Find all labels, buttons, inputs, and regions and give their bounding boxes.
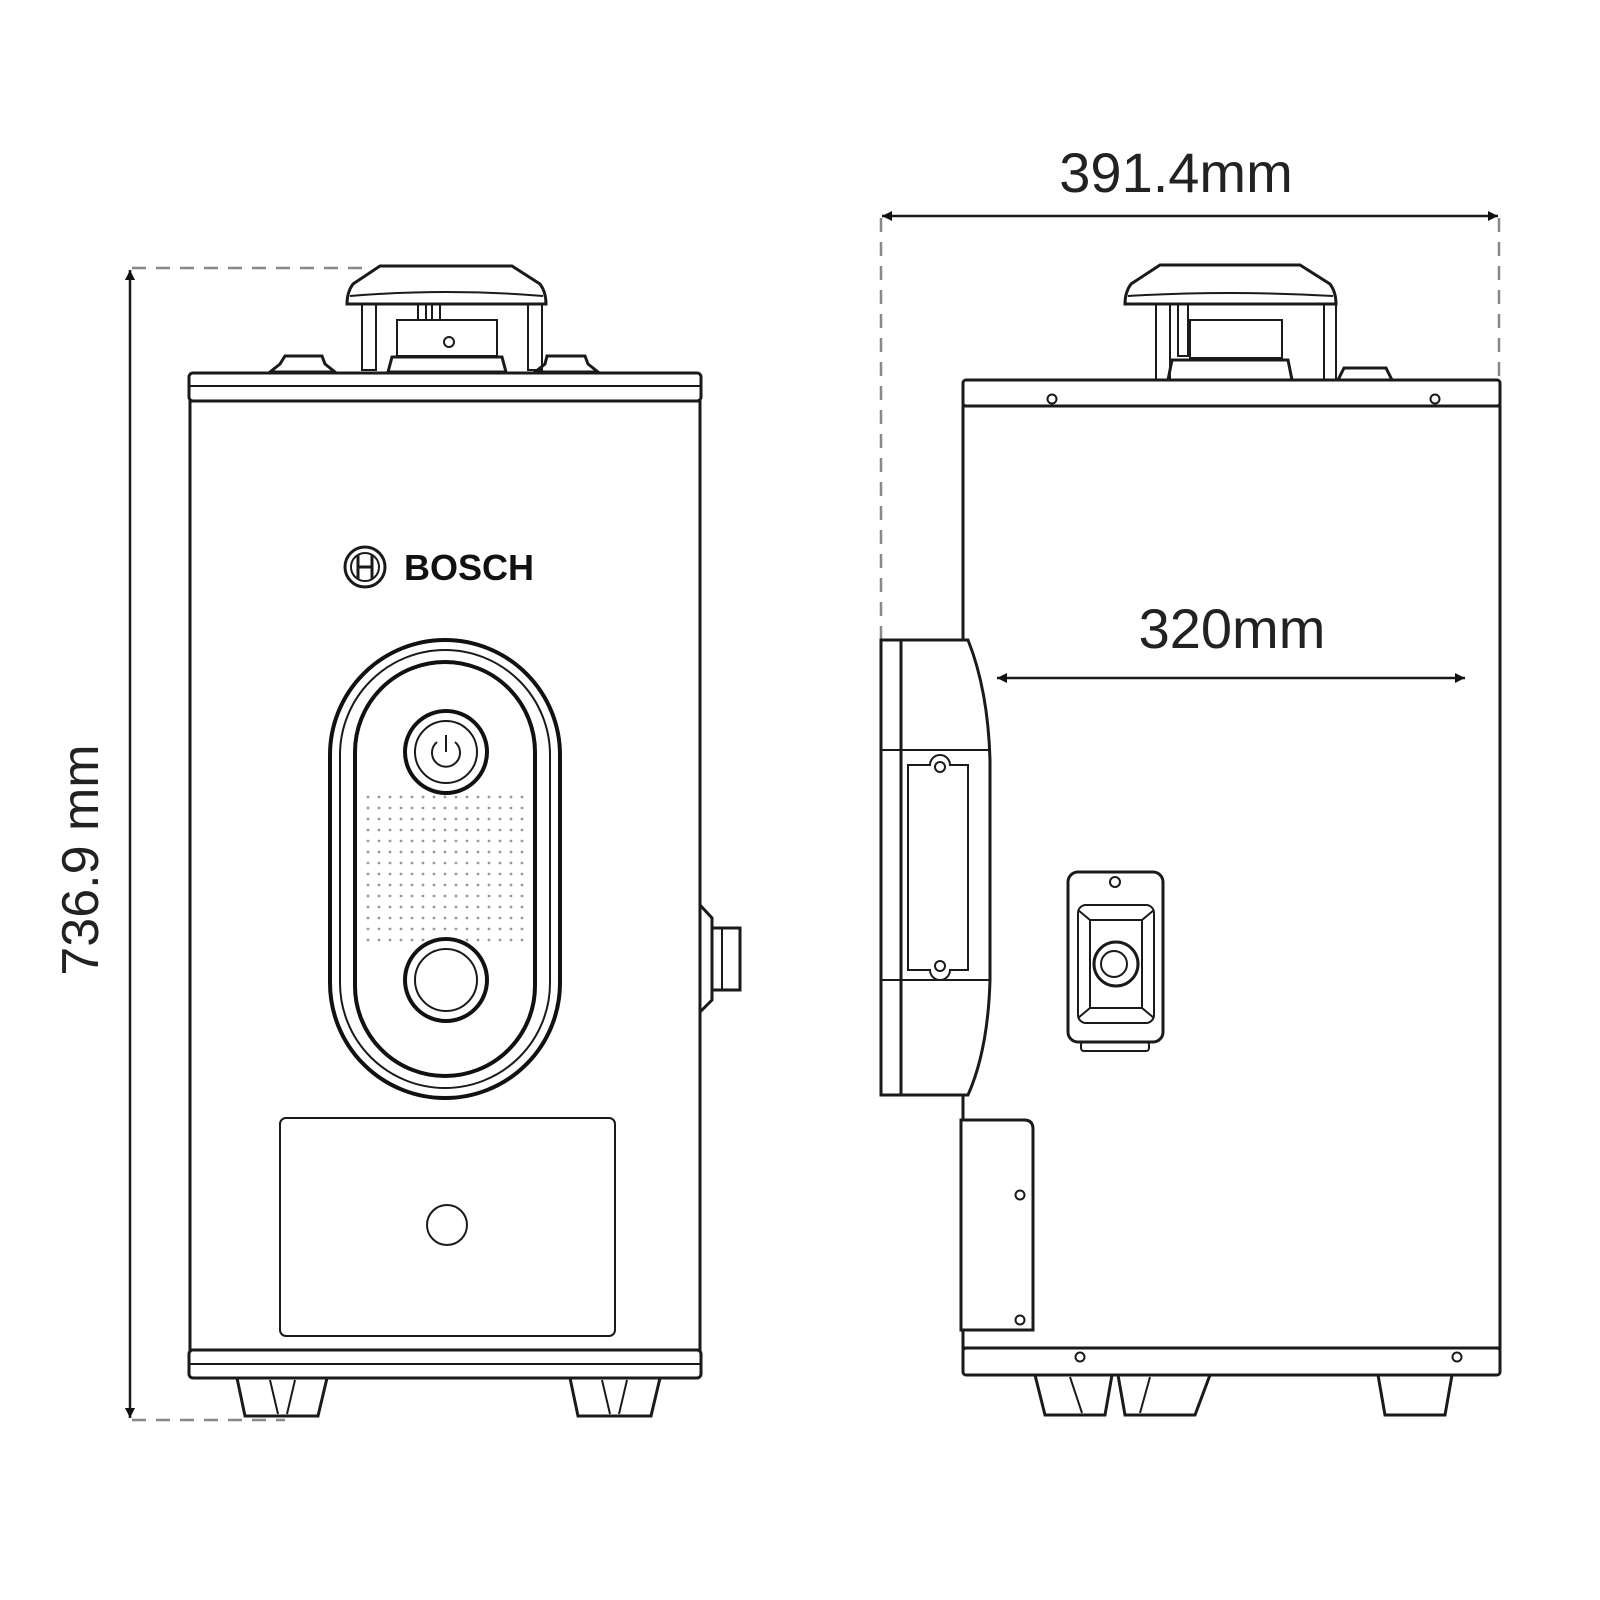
power-button	[403, 709, 489, 795]
side-view: 391.4mm	[879, 141, 1502, 1417]
foot-right	[568, 1377, 662, 1418]
side-flue-hood	[1123, 263, 1394, 381]
lower-side-box	[959, 1118, 1035, 1332]
brand-name: BOSCH	[404, 547, 534, 588]
power-icon	[431, 735, 461, 768]
side-water-fitting	[1066, 870, 1165, 1052]
foot-left	[235, 1377, 329, 1418]
side-top-band	[961, 378, 1502, 408]
body-depth-label: 320mm	[1139, 597, 1326, 660]
side-body	[961, 404, 1502, 1350]
height-dimension: 736.9 mm	[52, 266, 365, 1422]
temperature-knob	[403, 937, 489, 1023]
control-panel	[328, 638, 562, 1100]
flue-hood	[265, 264, 603, 374]
control-panel-profile	[879, 638, 992, 1097]
height-label: 736.9 mm	[52, 744, 110, 975]
brand-logo: BOSCH	[343, 545, 534, 589]
overall-depth-dimension: 391.4mm	[879, 141, 1501, 640]
body-depth-dimension: 320mm	[997, 597, 1465, 683]
bosch-armature-icon	[343, 545, 387, 589]
lower-panel-indicator	[426, 1204, 468, 1246]
lower-access-panel	[279, 1117, 616, 1337]
front-view: 736.9 mm	[52, 264, 742, 1422]
overall-depth-label: 391.4mm	[1059, 141, 1292, 204]
side-bottom-band	[961, 1346, 1502, 1377]
side-connector	[698, 903, 742, 1014]
